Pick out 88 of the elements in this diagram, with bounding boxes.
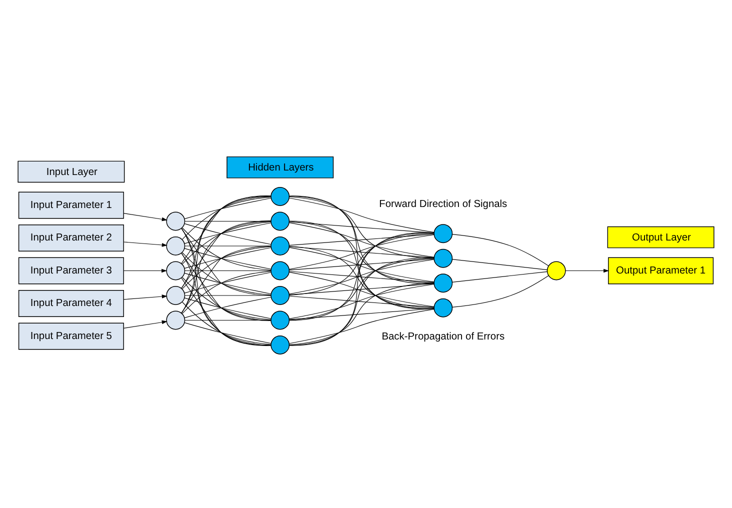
legend-label: Output Layer (632, 232, 691, 244)
connector (182, 221, 272, 264)
node-box: Input Parameter 1 (18, 192, 124, 219)
arrow (123, 242, 168, 247)
connector (181, 246, 272, 314)
arrow (565, 268, 610, 273)
arrow (123, 294, 168, 300)
connector (288, 198, 434, 233)
connector (289, 271, 434, 283)
connector (181, 220, 272, 288)
connector (289, 220, 434, 309)
legend-label: Hidden Layers (248, 162, 314, 174)
connector (288, 284, 434, 320)
connector (452, 275, 549, 308)
connector (288, 222, 434, 258)
connector (289, 258, 434, 270)
connector (288, 259, 434, 294)
node-circle (270, 212, 290, 231)
connector (289, 257, 434, 346)
connector (184, 320, 272, 321)
node-box: Output Parameter 1 (608, 257, 714, 284)
legend-label: Input Layer (46, 166, 98, 178)
connector (181, 228, 272, 346)
node-circle (434, 274, 453, 293)
connector (182, 252, 272, 296)
connector (289, 296, 434, 308)
node-circle (434, 224, 453, 244)
arrow (123, 213, 168, 222)
connector (181, 196, 272, 264)
node-circle (434, 248, 453, 268)
node-circle (270, 187, 290, 206)
node-box: Input Parameter 4 (18, 290, 124, 317)
connector (288, 233, 434, 296)
connector (184, 270, 272, 272)
node-circle (270, 336, 290, 354)
node-circle (166, 261, 186, 280)
connector (452, 259, 548, 270)
connector (289, 283, 434, 296)
label: Back-Propagation of Errors (382, 332, 505, 343)
label: Forward Direction of Signals (379, 199, 508, 210)
connector (182, 228, 272, 270)
node-circle (166, 310, 186, 330)
connector (288, 308, 434, 344)
connector (289, 232, 434, 321)
connector (181, 252, 272, 346)
connector (182, 302, 272, 345)
connector (289, 234, 434, 246)
connector (184, 322, 272, 344)
connector (288, 246, 434, 308)
node-box: Input Parameter 3 (18, 257, 124, 284)
connector (288, 272, 434, 308)
connector (181, 253, 272, 321)
connector (181, 228, 272, 296)
node-circle (434, 298, 453, 318)
connector (289, 246, 434, 258)
node-circle (270, 286, 290, 305)
connector (181, 196, 272, 314)
connector (452, 234, 549, 266)
connector (184, 198, 272, 220)
connector (184, 295, 272, 296)
connector (452, 271, 548, 282)
connector (182, 246, 272, 290)
connector (289, 308, 434, 320)
connector (288, 196, 434, 259)
connector (288, 247, 434, 282)
connector (181, 278, 272, 346)
node-circle (270, 236, 290, 256)
node-circle (166, 286, 186, 305)
arrow (123, 268, 168, 273)
connector (289, 196, 434, 284)
node-circle (166, 212, 186, 231)
node-circle (546, 261, 566, 280)
connector (288, 258, 434, 320)
connector (181, 196, 272, 289)
connector (288, 282, 434, 345)
connector (182, 270, 272, 314)
node-box: Input Parameter 5 (18, 322, 124, 350)
connector (288, 221, 434, 284)
arrow (123, 320, 168, 328)
node-circle (166, 236, 186, 256)
connector (289, 196, 434, 310)
node-circle (270, 310, 290, 330)
connector (182, 277, 272, 320)
connector (289, 232, 434, 346)
node-circle (270, 261, 290, 280)
node-box: Input Parameter 2 (18, 224, 124, 252)
connector (182, 196, 272, 240)
connector (288, 234, 434, 270)
